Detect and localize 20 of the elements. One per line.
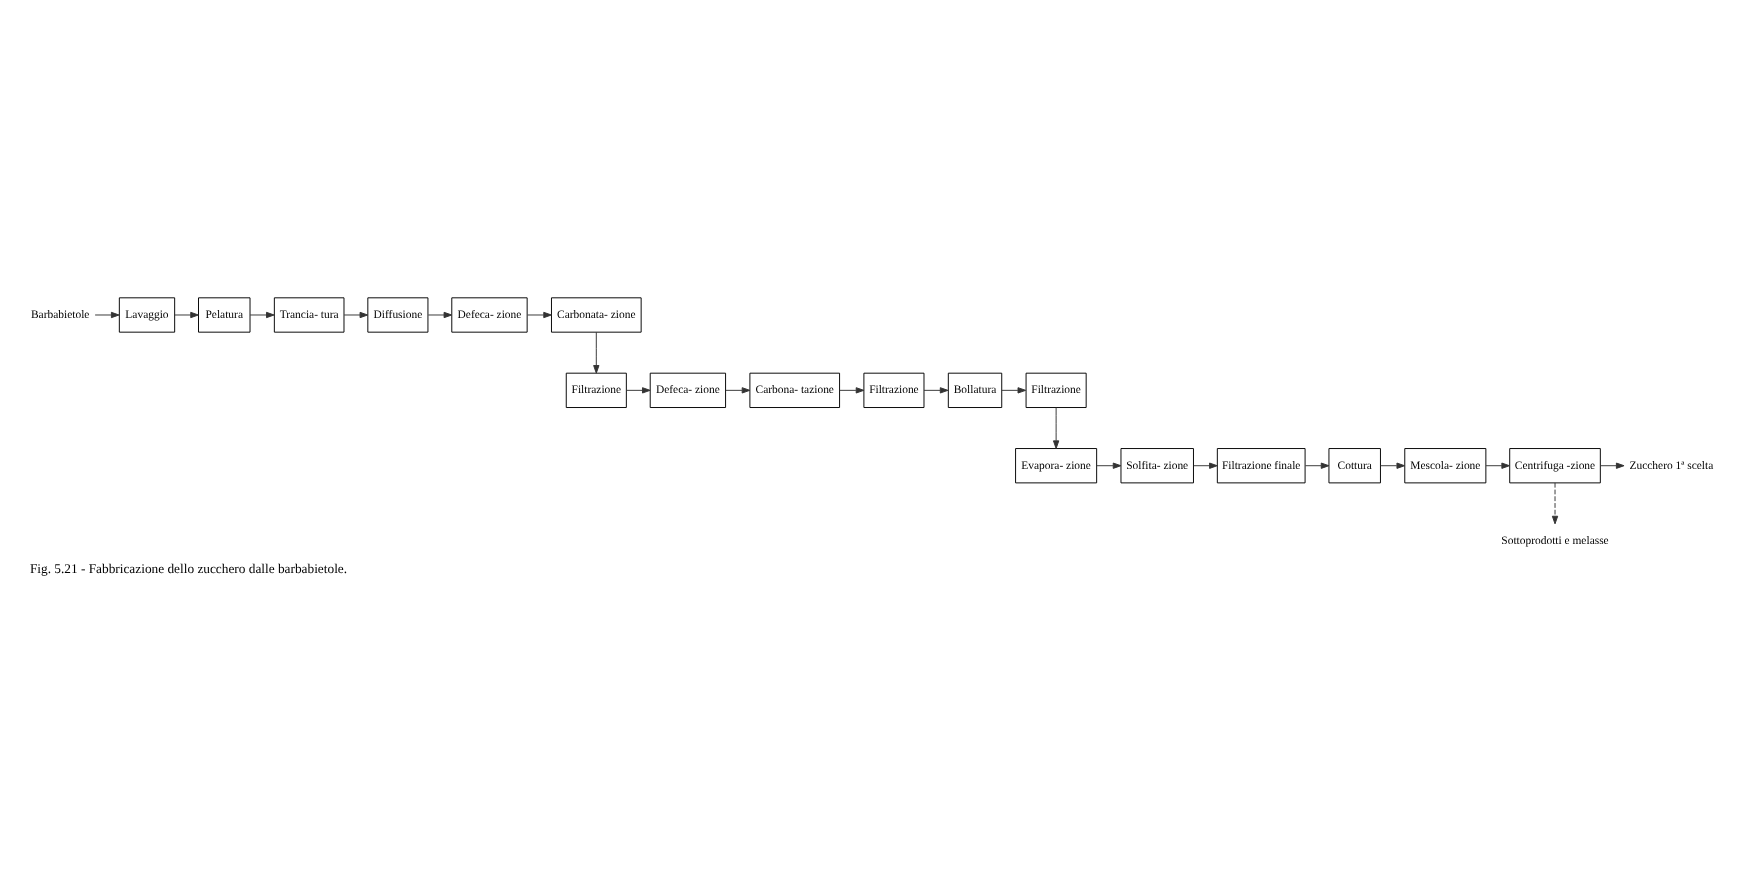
- arrow: [343, 310, 369, 318]
- arrow: [1052, 406, 1060, 448]
- arrow: [839, 386, 865, 393]
- arrow: [94, 310, 120, 318]
- arrow: [593, 330, 600, 373]
- arrow: [626, 386, 651, 393]
- arrow: [174, 310, 199, 318]
- arrow: [1193, 461, 1218, 468]
- arrow: [1001, 386, 1027, 393]
- arrow: [1551, 481, 1559, 524]
- arrow: [923, 386, 949, 393]
- arrow: [1304, 461, 1330, 468]
- arrow: [1600, 461, 1625, 468]
- arrow: [1096, 461, 1122, 468]
- arrow: [1380, 461, 1406, 468]
- arrow: [249, 310, 275, 318]
- arrow: [1485, 461, 1510, 468]
- arrow: [526, 310, 552, 318]
- arrow: [427, 310, 453, 318]
- arrow: [725, 386, 751, 393]
